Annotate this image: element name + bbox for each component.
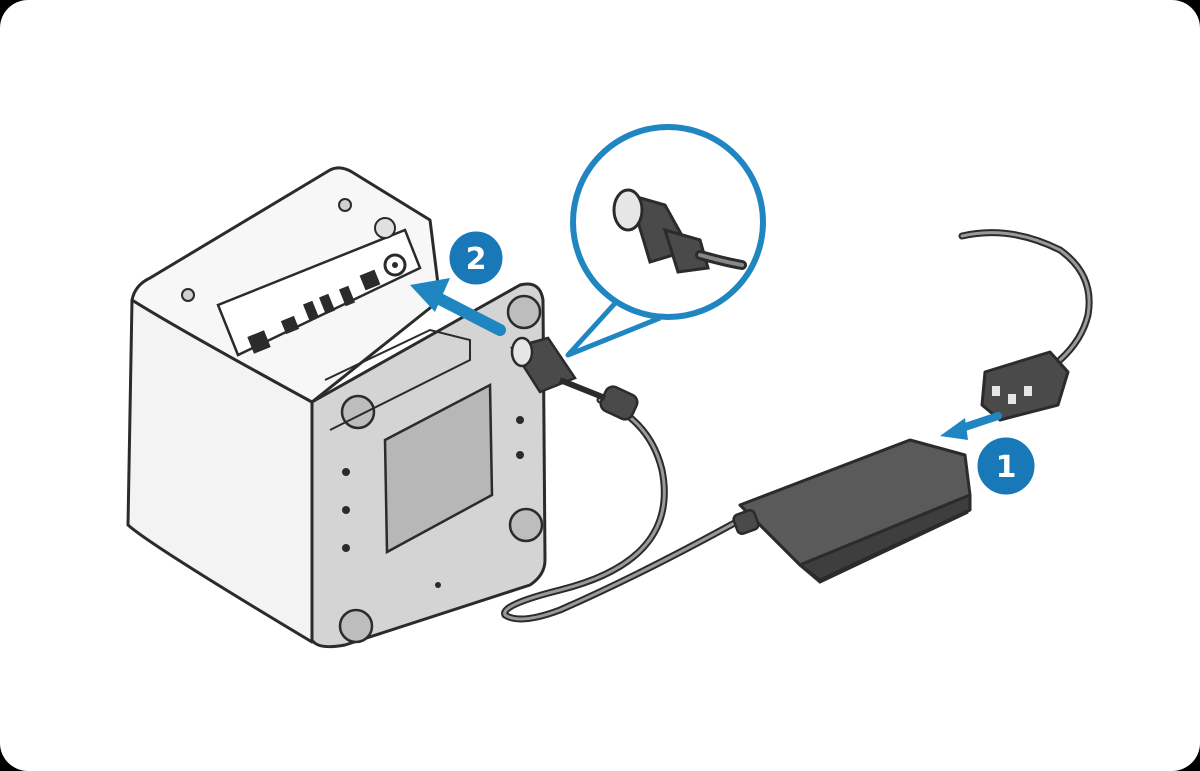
- screw-hole: [342, 544, 350, 552]
- ac-cord-wire: [958, 229, 1093, 364]
- screw-hole: [342, 468, 350, 476]
- rubber-foot: [338, 608, 374, 644]
- step-number-1: 1: [996, 450, 1017, 485]
- chassis-screw: [181, 288, 195, 302]
- plug-closeup-callout: [565, 124, 766, 358]
- adapter-cable-boot: [732, 508, 760, 536]
- receipt-printer: [126, 166, 547, 649]
- screw-hole: [516, 416, 524, 424]
- chassis-screw: [338, 198, 352, 212]
- dc-inlet-pin: [392, 262, 398, 268]
- connector-slot: [1024, 386, 1032, 396]
- screw-hole: [435, 582, 441, 588]
- lan-port: [247, 330, 271, 354]
- step-number-2: 2: [466, 242, 487, 277]
- chassis-screw: [374, 217, 396, 239]
- bottom-label-panel: [383, 382, 494, 555]
- ac-adapter: [732, 438, 972, 584]
- dc-cable: [501, 336, 744, 623]
- rubber-foot: [506, 294, 542, 330]
- usb-a-port: [318, 293, 336, 315]
- interface-ports: [247, 269, 381, 354]
- connector-slot: [1008, 394, 1016, 404]
- screw-hole: [516, 451, 524, 459]
- rubber-foot: [340, 394, 376, 430]
- rubber-foot: [508, 507, 544, 543]
- screw-hole: [342, 506, 350, 514]
- ac-power-cord: [958, 229, 1093, 422]
- cable-groove: [324, 328, 471, 431]
- dc-plug-closeup-icon: [612, 188, 747, 274]
- usb-a-port: [338, 285, 356, 307]
- drawer-kick-port: [359, 269, 381, 291]
- connector-slot: [992, 386, 1000, 396]
- rear-connector-panel: [216, 228, 422, 357]
- dc-plug-tip: [510, 336, 534, 368]
- insert-direction-arrow-icon: [410, 278, 506, 336]
- insert-direction-arrow-icon: [940, 412, 1002, 440]
- usb-a-port: [302, 300, 320, 322]
- usb-b-port: [280, 315, 300, 335]
- step-badge-2: 2: [446, 228, 506, 288]
- step-badge-1: 1: [974, 434, 1038, 498]
